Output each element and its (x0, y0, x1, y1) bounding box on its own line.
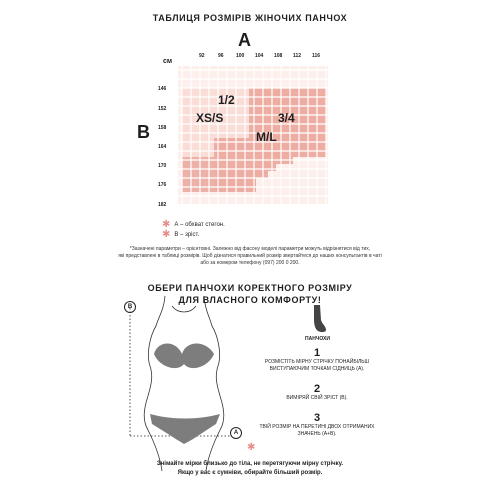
disclaimer-note: *Зазначені параметри – орієнтовні. Залеж… (0, 246, 500, 267)
a-ticks: 92 96 100 104 108 112 116 (190, 53, 344, 63)
step-3: 3 ТВІЙ РОЗМІР НА ПЕРЕТИНІ ДВОХ ОТРИМАНИХ… (257, 412, 377, 438)
size-grid (178, 66, 328, 204)
size-label-xs-s: XS/S (196, 111, 224, 125)
legend-a: ✱ А – обхват стегон. (162, 219, 225, 230)
grid-lines (178, 66, 328, 204)
a-tick: 96 (218, 53, 224, 59)
b-tick: 158 (158, 125, 167, 131)
b-tick: 176 (158, 182, 167, 188)
marker-b: B (124, 301, 136, 313)
asterisk-icon: ✱ (162, 219, 171, 230)
legend-a-text: А – обхват стегон. (174, 222, 225, 228)
axis-a-label: A (238, 30, 251, 50)
step-text: ВИМІРЯЙ СВІЙ ЗРІСТ (В). (286, 395, 348, 401)
bra-shape (154, 343, 214, 369)
axis-b-label: B (137, 122, 150, 142)
legend-b: ✱ В – зріст. (162, 229, 200, 240)
product-label: ПАНЧОХИ (305, 336, 330, 342)
size-region-xss (182, 88, 249, 157)
size-label-1-2: 1/2 (218, 93, 235, 107)
footer-line2: Якщо у вас є сумніви, обирайте більший р… (177, 470, 323, 476)
note-line: або за номером телефону (097) 200 0 200. (200, 260, 300, 266)
size-region-ml-lower (182, 157, 214, 192)
a-tick: 92 (199, 53, 205, 59)
b-tick: 146 (158, 86, 167, 92)
legend-b-text: В – зріст. (174, 232, 200, 238)
stocking-icon (314, 305, 326, 333)
size-label-3-4: 3/4 (278, 111, 295, 125)
size-label-m-l: M/L (256, 130, 277, 144)
a-tick: 104 (255, 53, 264, 59)
body-illustration (129, 296, 232, 471)
step-number: 2 (313, 383, 321, 395)
guide-title: ОБЕРИ ПАНЧОХИ КОРЕКТНОГО РОЗМІРУ ДЛЯ ВЛА… (0, 282, 500, 306)
step-number: 3 (313, 412, 321, 424)
step-text: РОЗМІСТІТЬ МІРНУ СТРІЧКУ ПОНАЙБІЛЬШ ВИСТ… (264, 359, 370, 372)
a-tick: 108 (274, 53, 283, 59)
unit-label: см (163, 58, 173, 65)
b-ticks: 146 152 158 164 170 176 182 (158, 86, 178, 216)
step-number: 1 (313, 347, 321, 359)
b-tick: 152 (158, 106, 167, 112)
briefs-shape (150, 414, 220, 444)
step-text: ТВІЙ РОЗМІР НА ПЕРЕТИНІ ДВОХ ОТРИМАНИХ З… (259, 424, 375, 437)
guide-title-line2: ДЛЯ ВЛАСНОГО КОМФОРТУ! (178, 295, 322, 305)
b-tick: 170 (158, 163, 167, 169)
asterisk-icon: ✱ (162, 229, 171, 240)
size-table-title: ТАБЛИЦЯ РОЗМІРІВ ЖІНОЧИХ ПАНЧОХ (152, 13, 348, 23)
footer-tip: Знімайте мірки близько до тіла, не перет… (0, 460, 500, 478)
step-1: 1 РОЗМІСТІТЬ МІРНУ СТРІЧКУ ПОНАЙБІЛЬШ ВИ… (257, 347, 377, 373)
guide-title-line1: ОБЕРИ ПАНЧОХИ КОРЕКТНОГО РОЗМІРУ (147, 283, 353, 293)
marker-a: A (230, 427, 242, 439)
torso-outline (143, 296, 225, 471)
footer-line1: Знімайте мірки близько до тіла, не перет… (156, 461, 344, 467)
note-line: *Зазначені параметри – орієнтовні. Залеж… (129, 246, 371, 252)
a-tick: 116 (312, 53, 321, 59)
b-tick: 182 (158, 202, 167, 208)
a-tick: 112 (293, 53, 302, 59)
note-line: які представлені в таблиці розмірів. Щоб… (118, 253, 382, 259)
a-tick: 100 (236, 53, 245, 59)
b-tick: 164 (158, 144, 167, 150)
asterisk-icon: ✱ (247, 442, 256, 453)
step-2: 2 ВИМІРЯЙ СВІЙ ЗРІСТ (В). (257, 383, 377, 402)
